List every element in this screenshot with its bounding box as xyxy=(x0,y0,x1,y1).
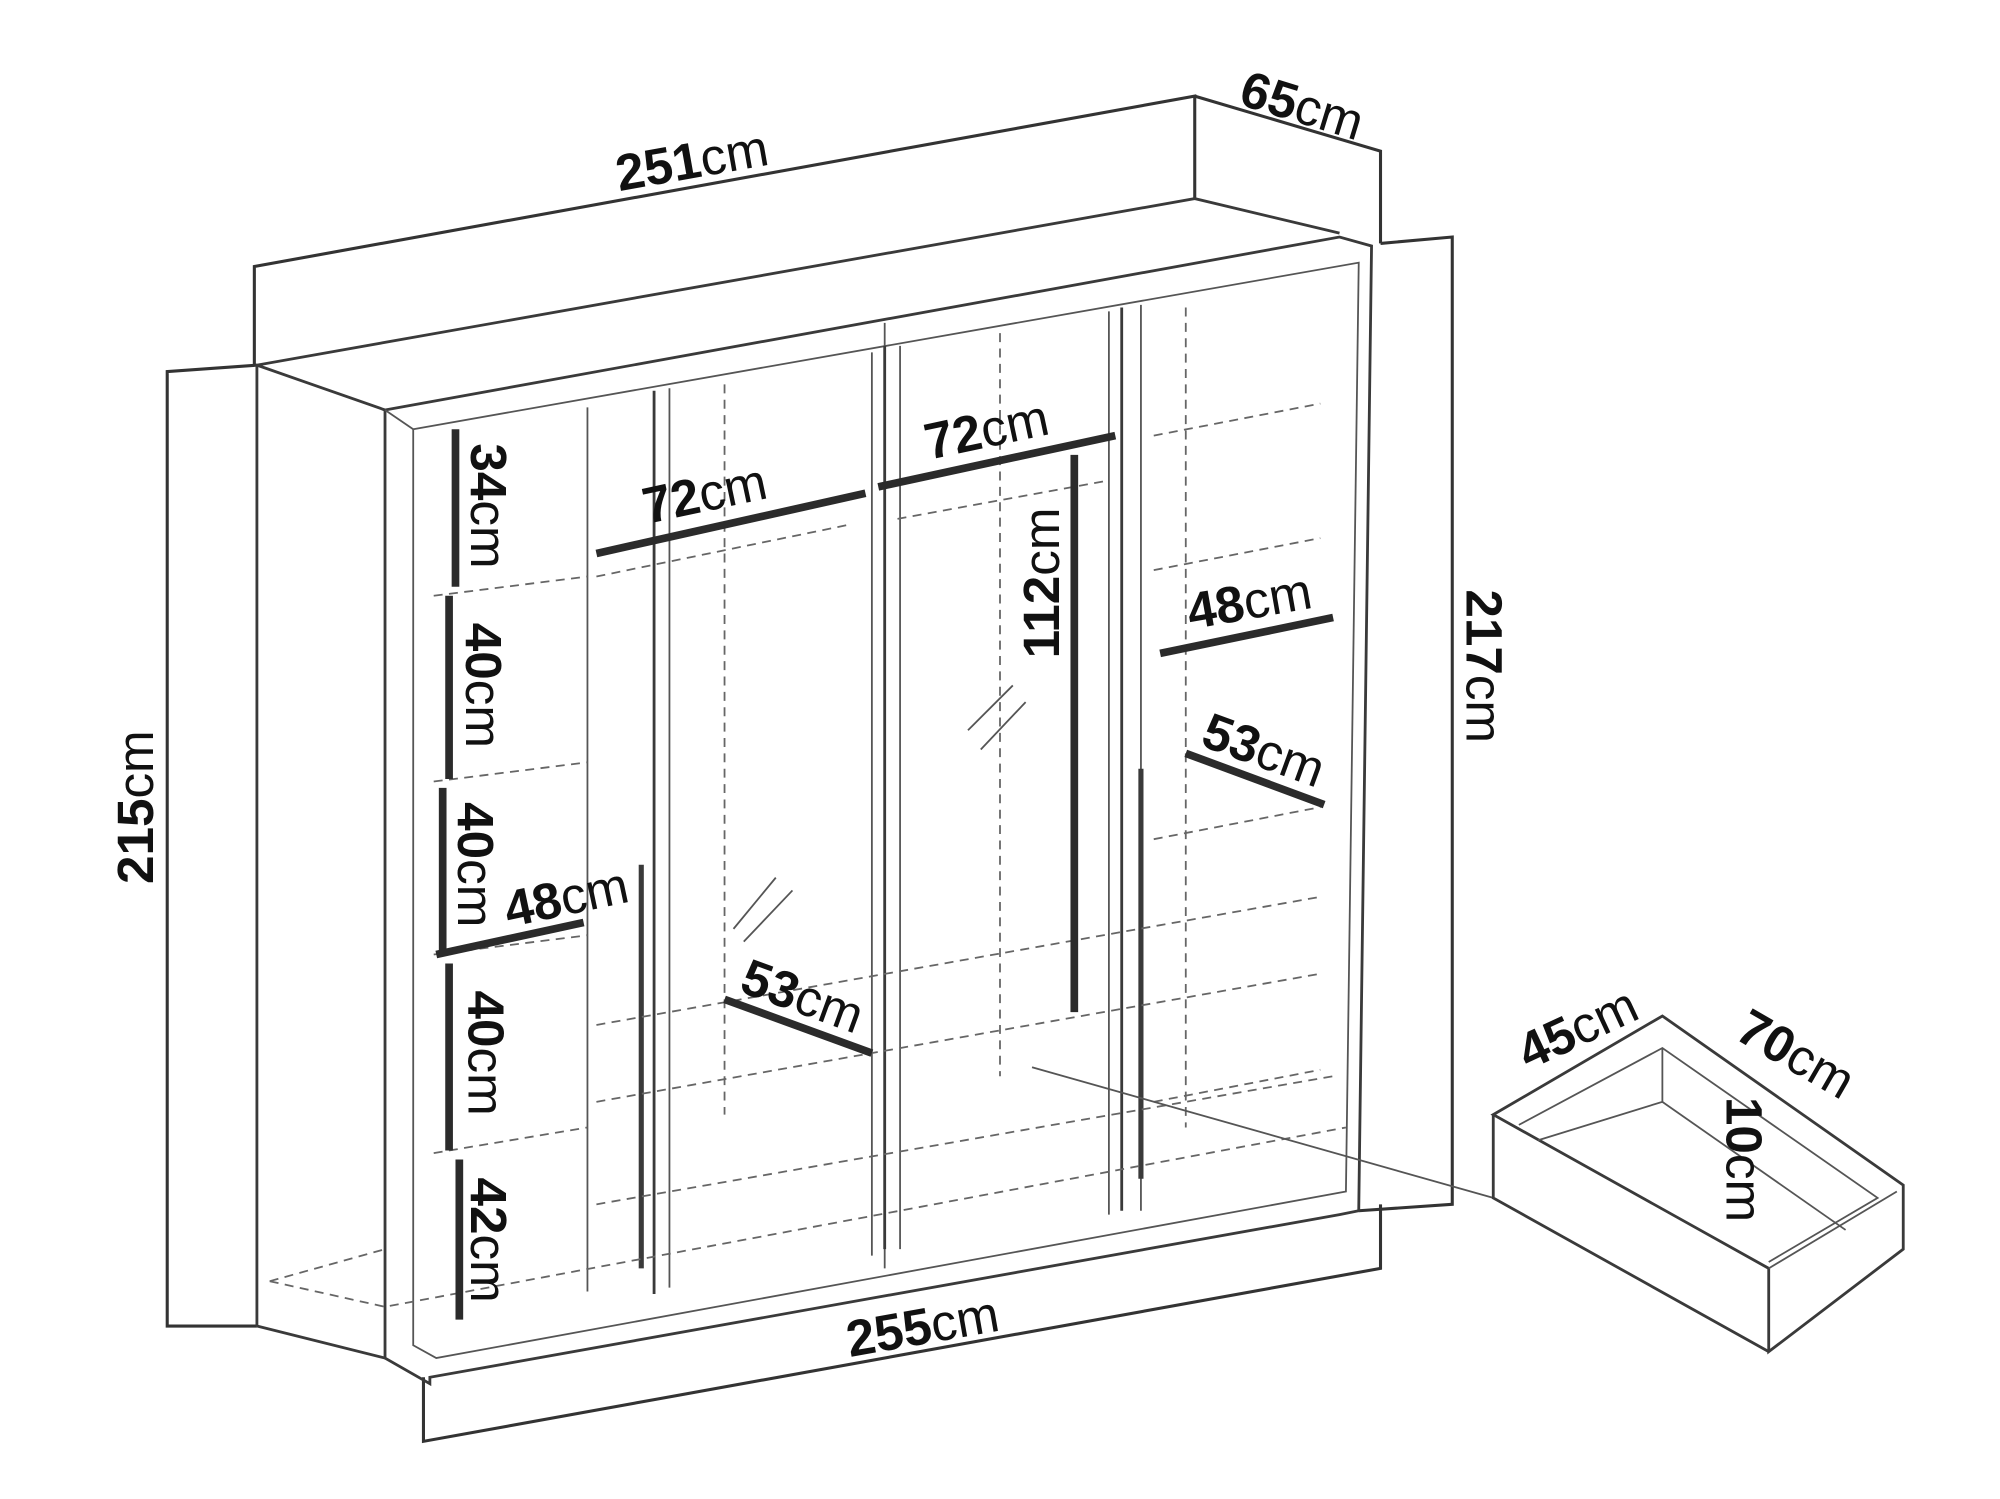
label-left-col-4: 40cm xyxy=(458,990,515,1115)
label-shelf-left-width: 48cm xyxy=(499,856,633,938)
label-drawer-height: 10cm xyxy=(1716,1097,1773,1222)
label-height-left: 215cm xyxy=(107,730,164,884)
dimension-labels: 251cm 65cm 215cm 217cm 255cm 72cm 72cm 1… xyxy=(107,60,1865,1368)
dimension-lines xyxy=(165,94,1454,1444)
label-shelf-right-width: 48cm xyxy=(1182,562,1315,640)
label-bottom-width: 255cm xyxy=(842,1285,1003,1368)
label-rail-left: 72cm xyxy=(637,452,771,534)
measure-bars xyxy=(435,429,1334,1320)
label-left-col-5: 42cm xyxy=(460,1178,517,1303)
label-hanging-height: 112cm xyxy=(1012,507,1069,658)
label-rail-right: 72cm xyxy=(919,388,1053,470)
label-left-col-1: 34cm xyxy=(460,443,517,568)
label-total-width: 251cm xyxy=(611,119,772,202)
wardrobe-body xyxy=(255,197,1373,1387)
drawer-detail xyxy=(1031,1014,1905,1355)
label-depth: 65cm xyxy=(1234,60,1370,151)
label-height-right: 217cm xyxy=(1456,589,1513,743)
label-drawer-width: 70cm xyxy=(1728,998,1865,1110)
label-left-col-3: 40cm xyxy=(448,802,505,927)
label-left-col-2: 40cm xyxy=(455,623,512,748)
